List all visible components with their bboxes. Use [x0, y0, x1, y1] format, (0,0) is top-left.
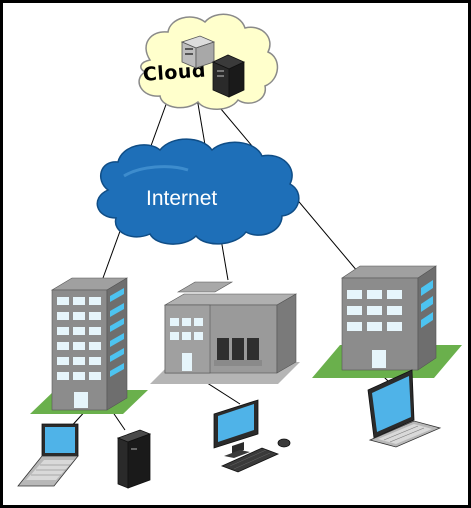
keyboard-icon: [220, 447, 280, 473]
building-icon: [30, 277, 148, 414]
monitor-icon: [213, 399, 291, 473]
laptop-icon: [17, 423, 79, 487]
internet-outline: [96, 138, 300, 245]
internet-cloud: Internet: [96, 138, 300, 245]
mouse-icon: [277, 438, 291, 448]
desktop-tower-icon: [116, 429, 152, 489]
internet-label: Internet: [146, 187, 217, 210]
server-icon: [212, 54, 245, 98]
building-icon: [312, 265, 462, 378]
laptop-icon: [367, 369, 442, 448]
building-icon: [150, 281, 300, 384]
server-icon: [180, 35, 216, 69]
